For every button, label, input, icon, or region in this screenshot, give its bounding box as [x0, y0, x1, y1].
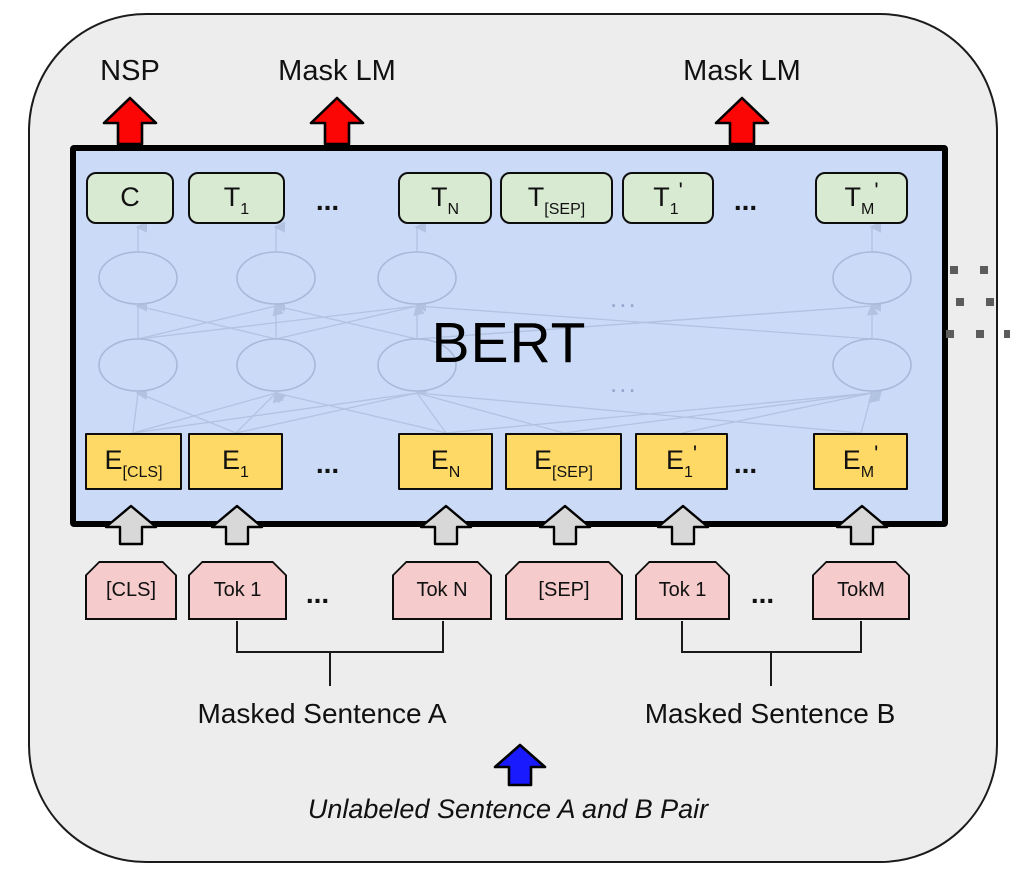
continuation-dot: [946, 330, 954, 338]
network-ellipsis: ...: [610, 283, 638, 313]
red-up-arrow-icon: [102, 96, 158, 146]
token-box-sep: [SEP]: [505, 561, 623, 620]
token-box-tokm: TokM: [812, 561, 910, 620]
output-row-ellipsis: ...: [315, 185, 340, 216]
gray-up-arrow-icon: [538, 504, 592, 546]
continuation-dot: [986, 298, 994, 306]
bracket-line: [860, 621, 862, 653]
bracket-line: [236, 621, 238, 653]
masked-sentence-a-label: Masked Sentence A: [197, 698, 447, 729]
embedding-row-ellipsis: ...: [315, 448, 340, 479]
gray-up-arrow-icon: [419, 504, 473, 546]
output-box-t1: T1: [188, 172, 285, 224]
red-up-arrow-icon: [309, 96, 365, 146]
embedding-box-ecls: E[CLS]: [85, 433, 182, 490]
bracket-line: [681, 621, 683, 653]
embedding-box-esep: E[SEP]: [505, 433, 622, 490]
output-box-c: C: [86, 172, 174, 224]
mask-lm-label-1: Mask LM: [278, 55, 396, 87]
embedding-box-en: EN: [398, 433, 493, 490]
gray-up-arrow-icon: [210, 504, 264, 546]
bert-title: BERT: [431, 311, 587, 375]
bracket-line: [681, 651, 862, 653]
blue-up-arrow-icon: [493, 743, 547, 787]
continuation-dot: [956, 298, 964, 306]
output-box-t1-prime: T1': [622, 172, 714, 224]
continuation-dot: [980, 266, 988, 274]
token-row-ellipsis: ...: [750, 578, 775, 609]
embedding-box-e1-prime: E1': [635, 433, 728, 490]
masked-sentence-b-label: Masked Sentence B: [644, 698, 896, 729]
bracket-line: [236, 651, 444, 653]
gray-up-arrow-icon: [104, 504, 158, 546]
nsp-label: NSP: [100, 55, 160, 87]
token-box-cls: [CLS]: [85, 561, 177, 620]
network-ellipsis: ...: [610, 368, 638, 398]
continuation-dot: [976, 330, 984, 338]
gray-up-arrow-icon: [835, 504, 889, 546]
output-box-tsep: T[SEP]: [500, 172, 613, 224]
transformer-network-graphic: [98, 221, 912, 434]
output-box-tn: TN: [398, 172, 492, 224]
bracket-line: [329, 653, 331, 686]
output-row-ellipsis: ...: [733, 185, 758, 216]
continuation-dot: [1004, 330, 1010, 338]
embedding-box-em-prime: EM': [813, 433, 908, 490]
token-box-tok1-a: Tok 1: [188, 561, 287, 620]
token-row-ellipsis: ...: [305, 578, 330, 609]
token-box-tokn: Tok N: [392, 561, 492, 620]
token-box-tok1-b: Tok 1: [635, 561, 730, 620]
red-up-arrow-icon: [714, 96, 770, 146]
bracket-line: [770, 653, 772, 686]
embedding-box-e1: E1: [188, 433, 283, 490]
embedding-row-ellipsis: ...: [733, 448, 758, 479]
output-box-tm-prime: TM': [815, 172, 908, 224]
bracket-line: [442, 621, 444, 653]
mask-lm-label-2: Mask LM: [683, 55, 801, 87]
unlabeled-pair-label: Unlabeled Sentence A and B Pair: [307, 794, 709, 824]
gray-up-arrow-icon: [656, 504, 710, 546]
continuation-dot: [950, 266, 958, 274]
